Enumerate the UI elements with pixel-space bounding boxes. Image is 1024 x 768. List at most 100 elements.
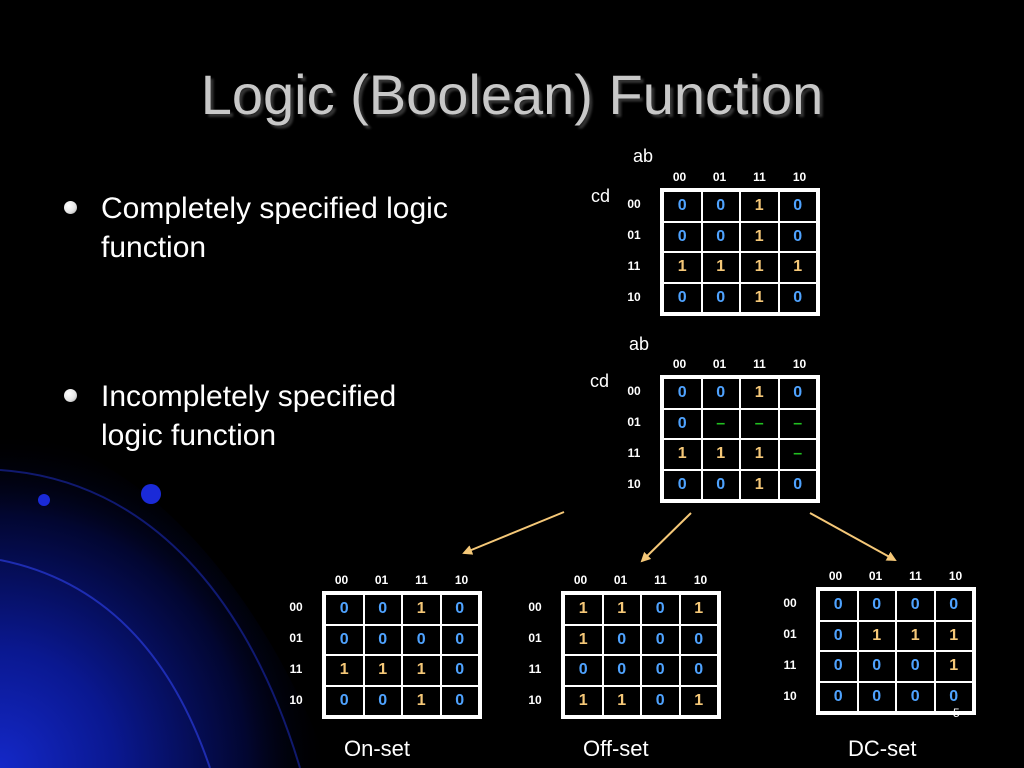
kmap-column-header: 11 <box>654 573 667 587</box>
kmap-cell: 1 <box>740 282 779 313</box>
kmap-cell: 0 <box>819 620 858 651</box>
kmap-cell: 0 <box>641 655 680 686</box>
caption-on-set: On-set <box>344 736 411 761</box>
kmap-cell: 0 <box>679 624 718 655</box>
kmap-cell: 1 <box>602 685 641 716</box>
kmap-column-variable-label: ab <box>633 146 654 166</box>
kmap-row-header: 10 <box>528 693 542 707</box>
kmap-cell: 0 <box>663 469 702 500</box>
kmap-column-header: 01 <box>613 573 628 587</box>
kmap-cell: 0 <box>641 594 680 625</box>
kmap-cell: 0 <box>402 624 441 655</box>
kmap-column-header: 10 <box>693 573 708 587</box>
kmap-row-header: 11 <box>528 662 542 676</box>
kmap-cell: 0 <box>701 378 740 409</box>
kmap-cell: 0 <box>663 378 702 409</box>
kmap-cell: 0 <box>679 655 718 686</box>
kmap-row-header: 01 <box>289 631 303 645</box>
kmap-row-header: 01 <box>783 627 797 641</box>
kmap-row-header: 10 <box>289 693 303 707</box>
kmap-cell: 0 <box>440 594 479 625</box>
bullet-text: Incompletely specified logic function <box>101 380 397 452</box>
kmap-row-header: 11 <box>783 658 797 672</box>
kmap-row-header: 01 <box>627 415 641 429</box>
kmap-column-header: 10 <box>454 573 469 587</box>
kmap-cell: 0 <box>564 655 603 686</box>
kmap-cell: 1 <box>325 655 364 686</box>
kmap-cell: 0 <box>663 408 702 439</box>
kmap-cell: 1 <box>701 439 740 470</box>
bullet-dot-icon <box>64 201 77 214</box>
kmap-column-header: 00 <box>573 573 588 587</box>
kmap-cell: 1 <box>740 439 779 470</box>
kmap-cell: 1 <box>740 469 779 500</box>
kmap-cell: 0 <box>896 681 935 712</box>
kmap-row-header: 01 <box>627 228 641 242</box>
kmap-cell: 0 <box>440 624 479 655</box>
kmap-cell: 0 <box>778 469 817 500</box>
kmap-row-header: 00 <box>627 197 641 211</box>
kmap-cell: 1 <box>701 252 740 283</box>
kmap-cell: 1 <box>934 651 973 682</box>
kmap-cell: – <box>778 439 817 470</box>
kmap-cell: 0 <box>663 221 702 252</box>
kmap-column-header: 01 <box>712 170 727 184</box>
kmap-column-header: 10 <box>948 569 963 583</box>
kmap-cell: 0 <box>701 282 740 313</box>
kmap-cell: 1 <box>402 685 441 716</box>
kmap-cell: 0 <box>819 590 858 621</box>
kmap-column-variable-label: ab <box>629 334 650 354</box>
bullet-text: Completely specified logic function <box>101 192 448 264</box>
kmap-cell: 0 <box>440 685 479 716</box>
kmap-column-header: 10 <box>792 357 807 371</box>
kmap-column-header: 11 <box>753 170 766 184</box>
kmap-cell: 0 <box>934 590 973 621</box>
kmap-column-header: 11 <box>415 573 428 587</box>
kmap-column-header: 10 <box>792 170 807 184</box>
kmap-column-header: 01 <box>712 357 727 371</box>
kmap-cell: 1 <box>679 594 718 625</box>
kmap-cell: 0 <box>363 594 402 625</box>
kmap-row-header: 10 <box>627 477 641 491</box>
bullet-dot-icon <box>64 389 77 402</box>
kmap-row-variable-label: cd <box>590 371 610 391</box>
kmap-cell: 0 <box>778 378 817 409</box>
kmap-cell: 1 <box>402 594 441 625</box>
kmap-cell: 0 <box>857 590 896 621</box>
kmap-cell: 0 <box>325 685 364 716</box>
kmap-cell: 0 <box>641 685 680 716</box>
kmap-cell: 1 <box>857 620 896 651</box>
kmap-cell: 0 <box>363 685 402 716</box>
kmap-cell: 1 <box>564 594 603 625</box>
kmap-cell: 0 <box>819 651 858 682</box>
caption-off-set: Off-set <box>583 736 649 761</box>
kmap-cell: 0 <box>819 681 858 712</box>
kmap-row-header: 10 <box>783 689 797 703</box>
kmap-cell: 1 <box>564 685 603 716</box>
kmap-column-header: 11 <box>753 357 766 371</box>
page-number: 5 <box>953 706 960 720</box>
kmap-cell: 0 <box>896 651 935 682</box>
kmap-row-header: 00 <box>289 600 303 614</box>
kmap-cell: 1 <box>740 252 779 283</box>
kmap-row-header: 01 <box>528 631 542 645</box>
kmap-row-header: 11 <box>289 662 303 676</box>
caption-dc-set: DC-set <box>848 736 917 761</box>
kmap-cell: 0 <box>778 221 817 252</box>
kmap-row-header: 10 <box>627 290 641 304</box>
kmap-cell: 1 <box>778 252 817 283</box>
kmap-cell: 1 <box>363 655 402 686</box>
kmap-cell: 0 <box>778 191 817 222</box>
kmap-cell: – <box>778 408 817 439</box>
kmap-cell: 0 <box>641 624 680 655</box>
kmap-cell: 0 <box>602 655 641 686</box>
kmap-row-header: 00 <box>783 596 797 610</box>
kmap-cell: 1 <box>934 620 973 651</box>
kmap-cell: – <box>701 408 740 439</box>
kmap-cell: 1 <box>402 655 441 686</box>
kmap-row-header: 00 <box>528 600 542 614</box>
